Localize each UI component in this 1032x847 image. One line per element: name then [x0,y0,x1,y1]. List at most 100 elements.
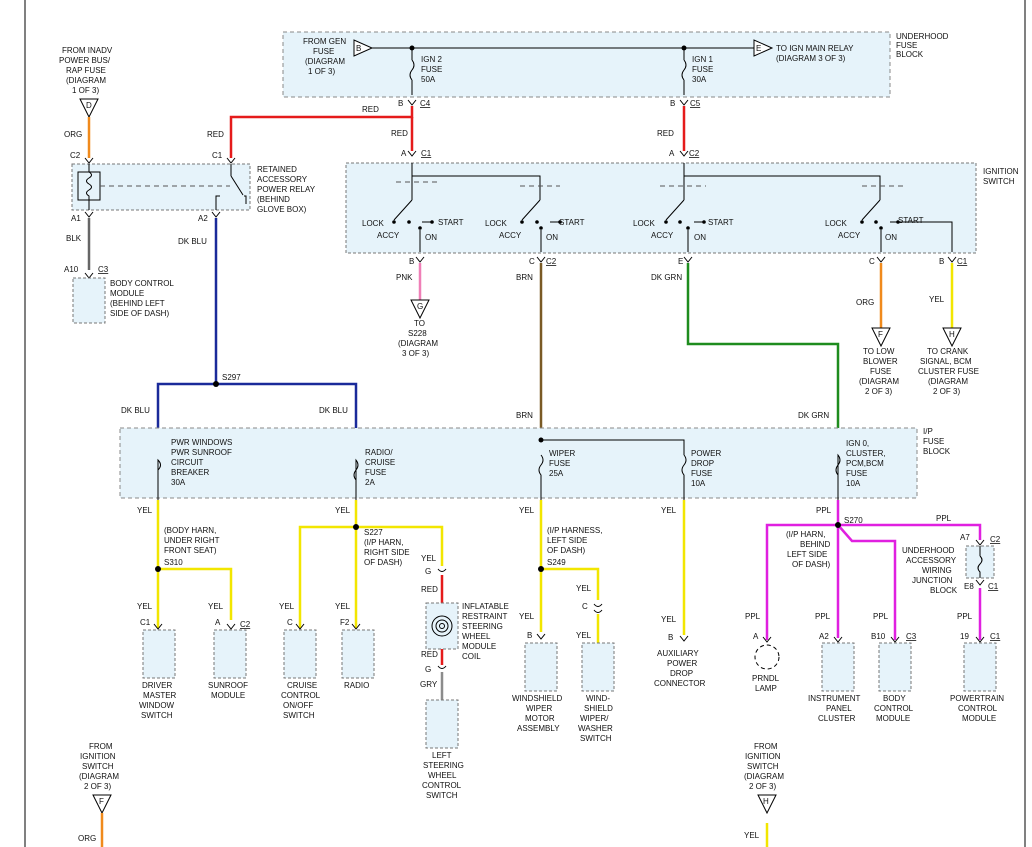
yel-label-7: YEL [279,602,295,611]
svg-text:FROM: FROM [754,742,778,751]
svg-text:WHEEL: WHEEL [462,632,491,641]
splice-s297-dot [213,381,219,387]
svg-text:SUNROOF: SUNROOF [208,681,248,690]
relay-label-2: ACCESSORY [257,175,308,184]
relay-label-5: GLOVE BOX) [257,205,307,214]
relay-label-3: POWER RELAY [257,185,316,194]
cruise-label: CRUISE CONTROL ON/OFF SWITCH [281,681,321,720]
svg-text:2 OF 3): 2 OF 3) [749,782,776,791]
svg-text:STEERING: STEERING [462,622,503,631]
svg-text:CLUSTER,: CLUSTER, [846,449,886,458]
svg-text:ON: ON [694,233,706,242]
svg-text:START: START [708,218,734,227]
yel-label-1: YEL [137,506,153,515]
svg-text:CLUSTER: CLUSTER [818,714,856,723]
ign-internal-bus [411,163,881,200]
svg-text:FUSE: FUSE [846,469,867,478]
aux-pin-b: B [668,633,673,642]
from-ignition-h-label: FROM IGNITION SWITCH (DIAGRAM 2 OF 3) [744,742,784,791]
coil-connector-top [437,568,447,572]
svg-text:BLOWER: BLOWER [863,357,898,366]
svg-text:TO: TO [414,319,425,328]
sunroof-c2-connector: C2 [240,620,251,629]
relay-a2-pin: A2 [198,214,208,223]
svg-text:AUXILIARY: AUXILIARY [657,649,699,658]
radio-cruise-fuse-label: RADIO/ CRUISE FUSE 2A [365,448,395,487]
red-wire-to-relay [229,106,414,158]
svg-text:SWITCH: SWITCH [426,791,458,800]
dk-grn-label-bottom: DK GRN [798,411,829,420]
svg-text:FUSE: FUSE [692,65,713,74]
svg-text:SWITCH: SWITCH [141,711,173,720]
svg-text:D: D [86,101,92,110]
connector-d-marker: D [79,98,99,119]
svg-text:POWER: POWER [691,449,721,458]
bcm-label-2: MODULE [110,289,144,298]
coil-connector-bottom [437,665,447,669]
svg-text:LEFT: LEFT [432,751,452,760]
svg-text:BLOCK: BLOCK [930,586,958,595]
ign-out-c-pin: C [529,257,535,266]
svg-text:START: START [438,218,464,227]
svg-text:POWER: POWER [667,659,697,668]
svg-text:INFLATABLE: INFLATABLE [462,602,509,611]
svg-text:LEFT SIDE: LEFT SIDE [787,550,827,559]
svg-text:SIGNAL, BCM: SIGNAL, BCM [920,357,972,366]
connector-e-marker: E [753,39,774,57]
org-label-bottom: ORG [78,834,96,843]
svg-text:BLOCK: BLOCK [896,50,924,59]
org-label-blower: ORG [856,298,874,307]
svg-text:ON: ON [425,233,437,242]
svg-text:FUSE: FUSE [691,469,712,478]
yel-label-14: YEL [744,831,760,840]
svg-text:(BODY HARN,: (BODY HARN, [164,526,216,535]
svg-text:10A: 10A [691,479,706,488]
splice-s270-label: S270 [844,516,863,525]
ign-switch-group-4: LOCK ACCY ON START [825,199,953,252]
junction-top-chevron [975,539,985,546]
ign2-fuse-symbol [409,48,415,95]
ign1-fuse-symbol [681,48,687,95]
radio-fuse-symbol [353,458,359,500]
svg-text:FUSE: FUSE [549,459,570,468]
svg-text:IGN 0,: IGN 0, [846,439,869,448]
svg-text:OF DASH): OF DASH) [364,558,403,567]
svg-text:OF DASH): OF DASH) [547,546,586,555]
svg-text:BREAKER: BREAKER [171,468,209,477]
prndl-lamp-label: PRNDL LAMP [752,674,780,693]
bcm2-c3-connector: C3 [906,632,917,641]
svg-text:(I/P HARN,: (I/P HARN, [364,538,403,547]
underhood-fuse-block [282,31,891,98]
svg-text:ACCY: ACCY [838,231,861,240]
svg-text:WIND-: WIND- [586,694,610,703]
c5-pin: B [670,99,675,108]
relay-c2-chevron [84,157,94,164]
ppl-label-2: PPL [936,514,952,523]
gry-label: GRY [420,680,438,689]
svg-text:FUSE: FUSE [870,367,891,376]
yel-label-2: YEL [335,506,351,515]
left-steering-switch-label: LEFT STEERING WHEEL CONTROL SWITCH [422,751,464,800]
prndl-pin-a: A [753,632,759,641]
svg-text:PWR WINDOWS: PWR WINDOWS [171,438,232,447]
svg-text:JUNCTION: JUNCTION [912,576,953,585]
ip-harness-left-label: (I/P HARNESS, LEFT SIDE OF DASH) [547,526,602,555]
power-drop-fuse-label: POWER DROP FUSE 10A [691,449,721,488]
red-label-coil-bottom: RED [421,650,438,659]
coil-label: INFLATABLE RESTRAINT STEERING WHEEL MODU… [462,602,509,661]
wiper-fuse-label: WIPER FUSE 25A [549,449,575,478]
instrument-cluster-box [821,642,855,692]
svg-text:S228: S228 [408,329,427,338]
splice-s310-dot [155,566,161,572]
svg-text:LOCK: LOCK [485,219,507,228]
ign-c1-chevron [407,150,417,157]
svg-text:START: START [559,218,585,227]
yel-label-11: YEL [576,631,592,640]
ignition-label-2: SWITCH [983,177,1015,186]
to-s228-label: TO S228 (DIAGRAM 3 OF 3) [398,319,438,358]
svg-text:F: F [878,330,883,339]
ign-out-c-pin-2: C [869,257,875,266]
svg-text:COIL: COIL [462,652,481,661]
wiper-motor-pin-b: B [527,631,532,640]
